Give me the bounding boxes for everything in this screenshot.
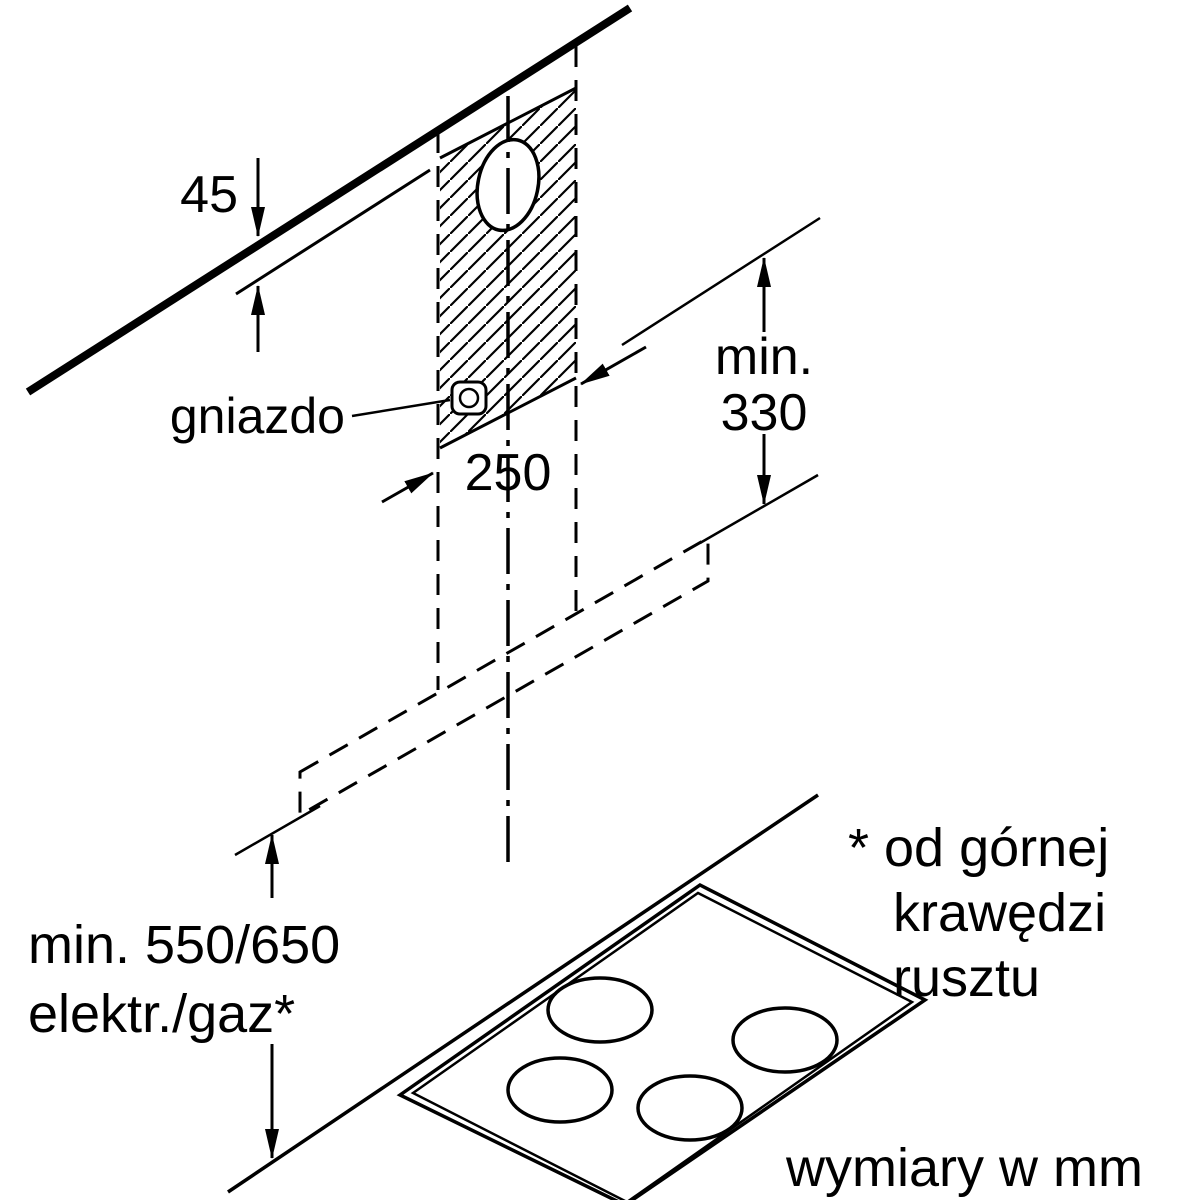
footnote-line-2: krawędzi bbox=[893, 883, 1106, 943]
footnote-line-1: * od górnej bbox=[848, 818, 1109, 878]
footnote-line-3: rusztu bbox=[893, 948, 1040, 1008]
cooktop bbox=[396, 882, 929, 1200]
dim-min-label: min. bbox=[715, 328, 813, 386]
ceiling-line bbox=[25, 4, 633, 396]
burner-back-right bbox=[731, 1006, 839, 1074]
dim-330-extension-bottom bbox=[699, 473, 819, 545]
dim-550-extension-line bbox=[234, 804, 321, 857]
cooktop-outer-edge bbox=[396, 882, 929, 1200]
wall-line bbox=[227, 793, 819, 1194]
dim-250-label: 250 bbox=[465, 444, 552, 502]
burner-front-left bbox=[506, 1056, 614, 1124]
dim-250-arrow-left bbox=[381, 471, 434, 504]
cooktop-inner-edge bbox=[410, 891, 915, 1200]
units-label: wymiary w mm bbox=[785, 1138, 1143, 1198]
hood-outline-dashed bbox=[298, 535, 710, 818]
socket-symbol bbox=[450, 380, 488, 416]
dim-330-extension-top bbox=[621, 216, 821, 347]
burner-front-right bbox=[636, 1074, 744, 1142]
socket-label: gniazdo bbox=[170, 388, 345, 444]
ceiling-offset-line bbox=[235, 168, 431, 296]
dim-330-label: 330 bbox=[721, 384, 808, 442]
dim-250-arrow-right bbox=[580, 345, 647, 386]
burner-back-left bbox=[546, 976, 654, 1044]
dim-45-label: 45 bbox=[180, 166, 238, 224]
socket-circle bbox=[458, 387, 480, 409]
socket-leader-line bbox=[351, 398, 451, 418]
elektr-gaz-label: elektr./gaz* bbox=[28, 984, 295, 1044]
dim-550-650-label: min. 550/650 bbox=[28, 915, 340, 975]
